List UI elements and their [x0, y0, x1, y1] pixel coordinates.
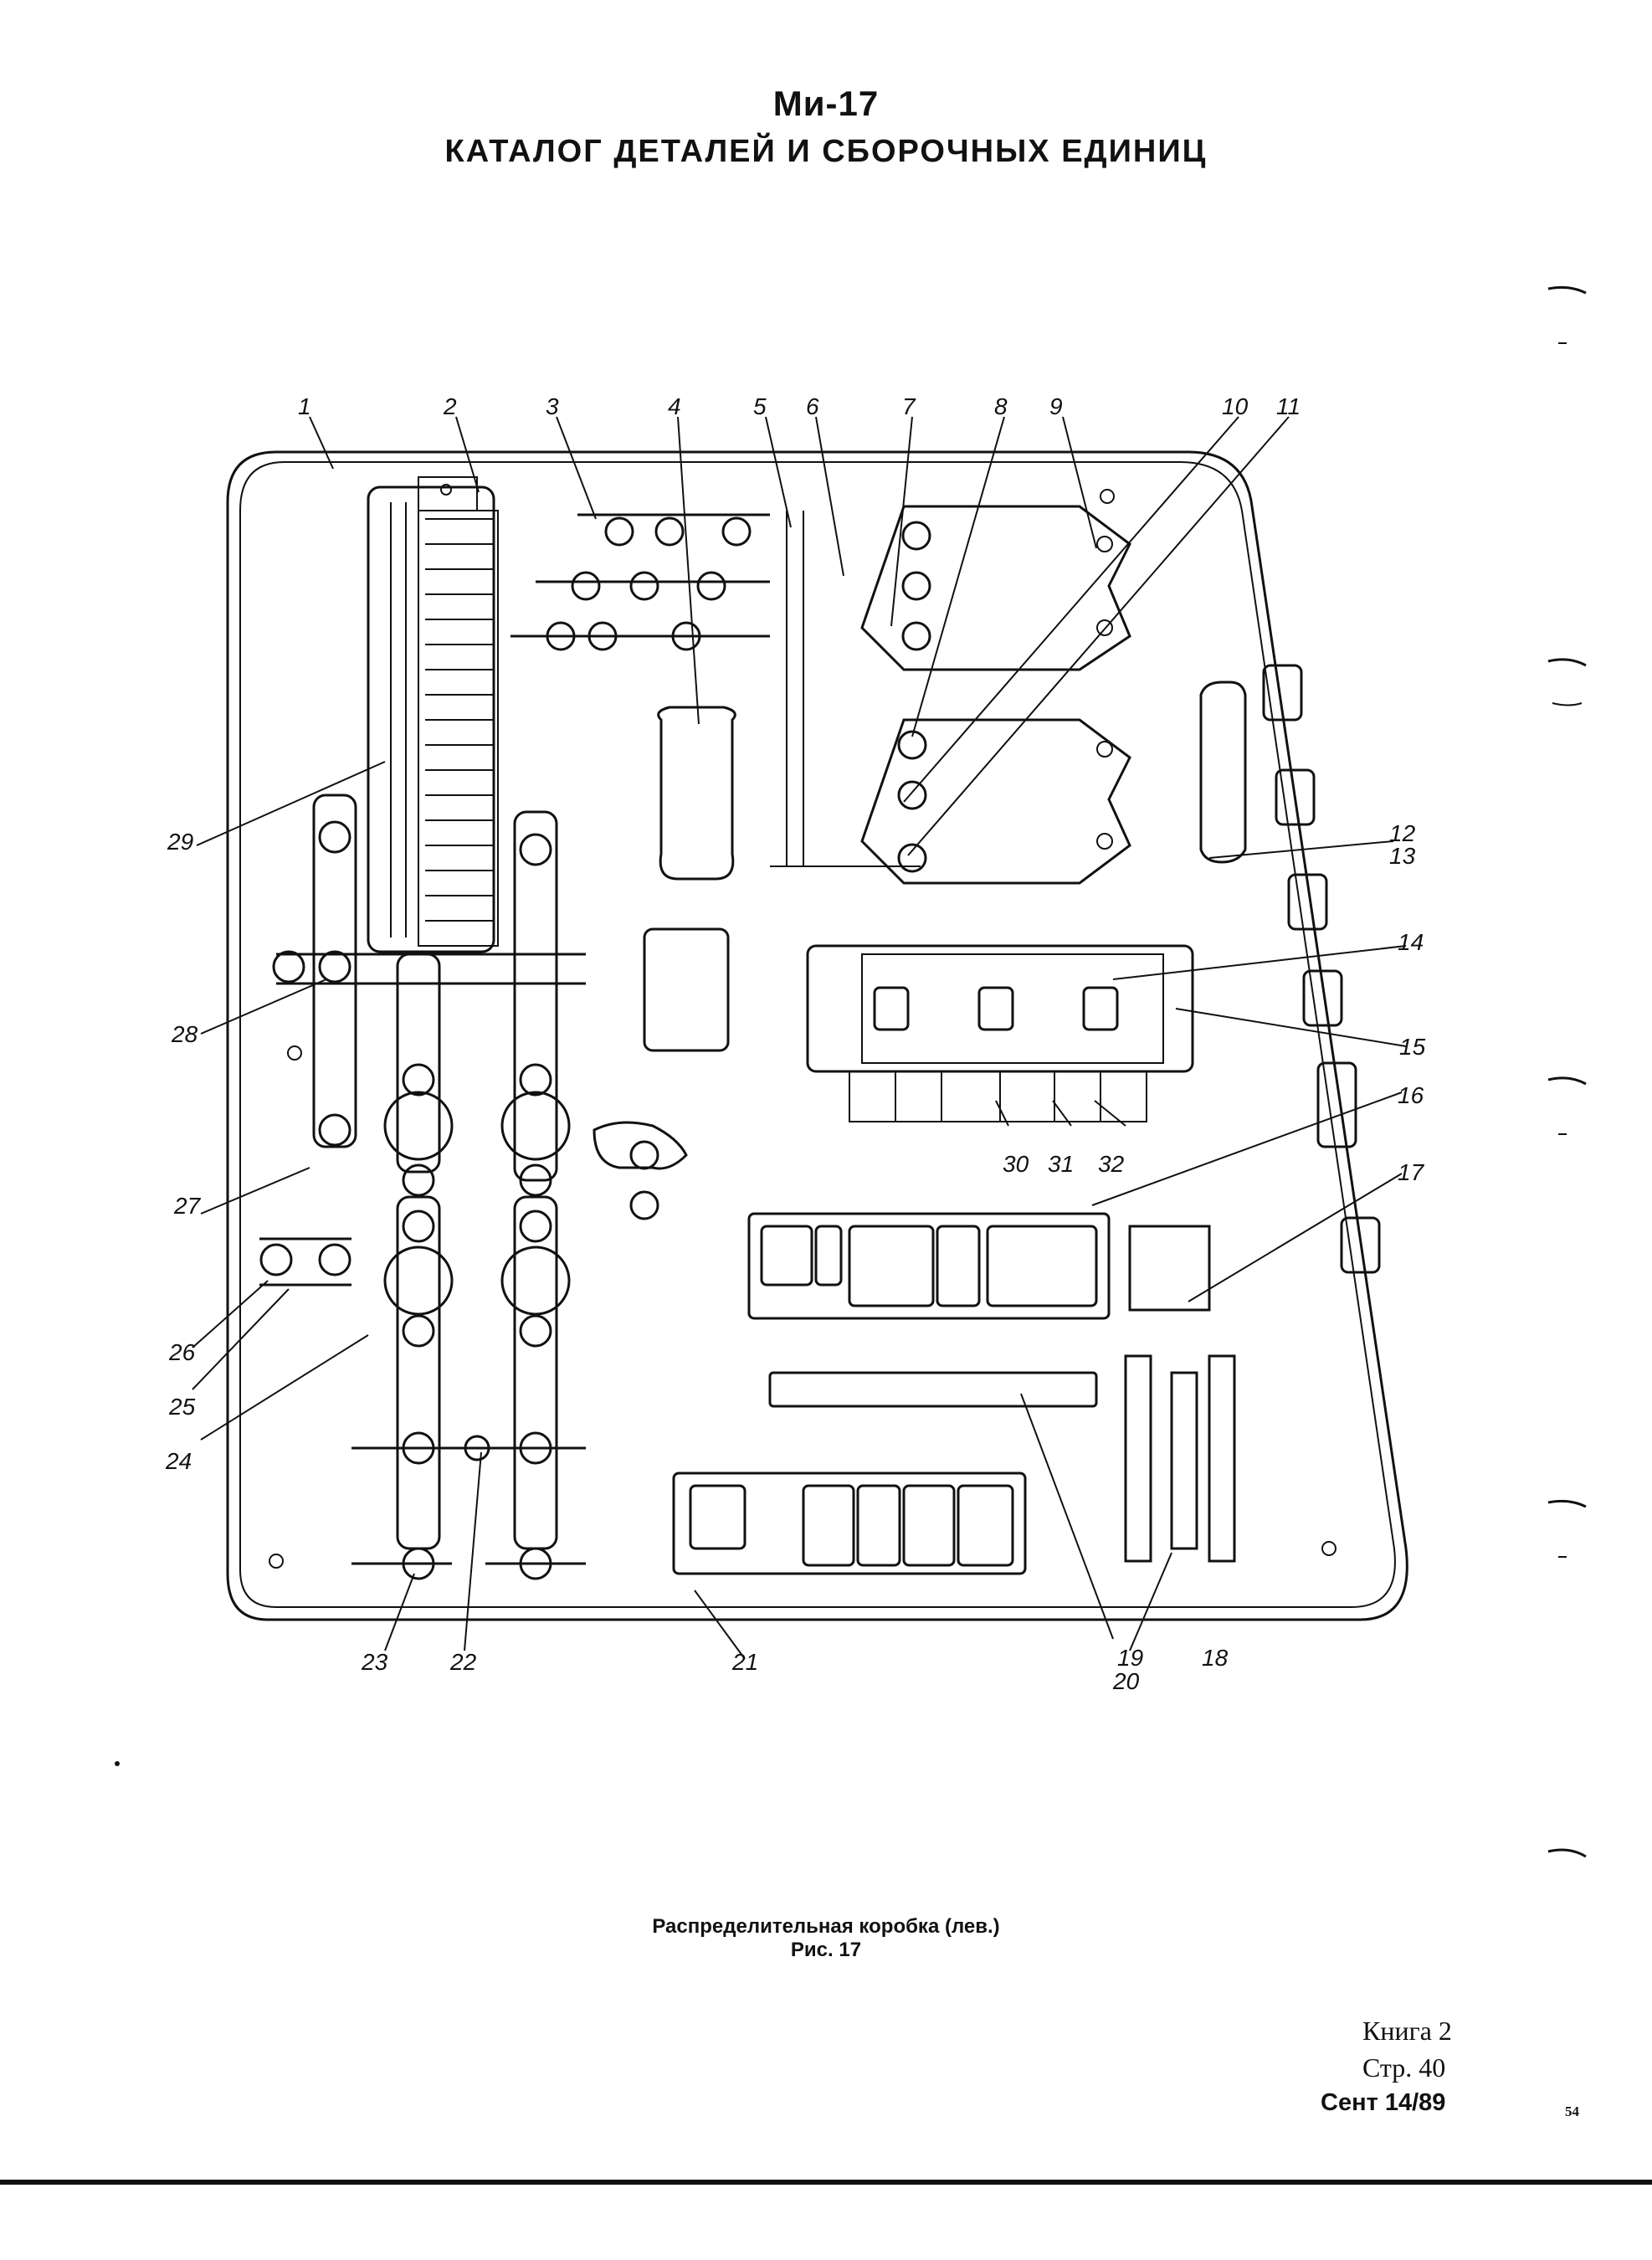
callout-14: 14	[1398, 929, 1424, 955]
callout-11: 11	[1276, 393, 1301, 419]
callout-5: 5	[753, 393, 767, 419]
callout-31: 31	[1048, 1151, 1074, 1177]
callout-29: 29	[167, 829, 193, 855]
book-label: Книга 2	[1362, 2016, 1452, 2046]
callout-13: 13	[1389, 843, 1416, 869]
callout-30: 30	[1003, 1151, 1029, 1177]
callout-labels: 1 2 3 4 5 6 7 8 9 10 11 12 13 14 15 16 1…	[165, 393, 1426, 1694]
callout-10: 10	[1222, 393, 1249, 419]
callout-17: 17	[1398, 1159, 1425, 1185]
callout-19: 19	[1117, 1645, 1143, 1671]
figure-caption: Распределительная коробка (лев.)	[652, 1915, 1000, 1938]
callout-16: 16	[1398, 1082, 1424, 1108]
side-connectors	[1262, 664, 1381, 1274]
callout-24: 24	[165, 1448, 192, 1474]
callout-3: 3	[546, 393, 559, 419]
callout-20: 20	[1112, 1668, 1140, 1694]
page-title: Ми-17	[772, 84, 880, 123]
callout-6: 6	[806, 393, 819, 419]
page-label: Стр. 40	[1362, 2052, 1446, 2083]
callout-18: 18	[1202, 1645, 1229, 1671]
sheet-number: 54	[1565, 2103, 1579, 2119]
callout-32: 32	[1098, 1151, 1125, 1177]
callout-1: 1	[298, 393, 311, 419]
callout-12: 12	[1389, 820, 1416, 846]
callout-7: 7	[902, 393, 916, 419]
terminal-strip	[367, 476, 499, 953]
margin-marks	[115, 285, 1587, 1858]
callout-22: 22	[449, 1649, 477, 1675]
callout-2: 2	[443, 393, 457, 419]
callout-9: 9	[1049, 393, 1063, 419]
callout-21: 21	[731, 1649, 758, 1675]
callout-27: 27	[173, 1193, 202, 1219]
callout-26: 26	[168, 1339, 196, 1365]
callout-8: 8	[994, 393, 1008, 419]
callout-23: 23	[361, 1649, 388, 1675]
callout-25: 25	[168, 1394, 196, 1420]
revision-date: Сент 14/89	[1321, 2089, 1446, 2116]
footer-rule	[0, 2180, 1652, 2185]
callout-15: 15	[1399, 1034, 1426, 1060]
callout-28: 28	[171, 1021, 198, 1047]
callout-4: 4	[668, 393, 681, 419]
catalog-subtitle: КАТАЛОГ ДЕТАЛЕЙ И СБОРОЧНЫХ ЕДИНИЦ	[444, 134, 1208, 169]
busbar-assembly	[259, 794, 688, 1580]
leader-lines	[192, 416, 1407, 1660]
relay-blocks	[510, 505, 1247, 1052]
switch-panel	[806, 944, 1194, 1122]
figure-number: Рис. 17	[790, 1939, 862, 1961]
relay-box-lower	[672, 1212, 1236, 1575]
